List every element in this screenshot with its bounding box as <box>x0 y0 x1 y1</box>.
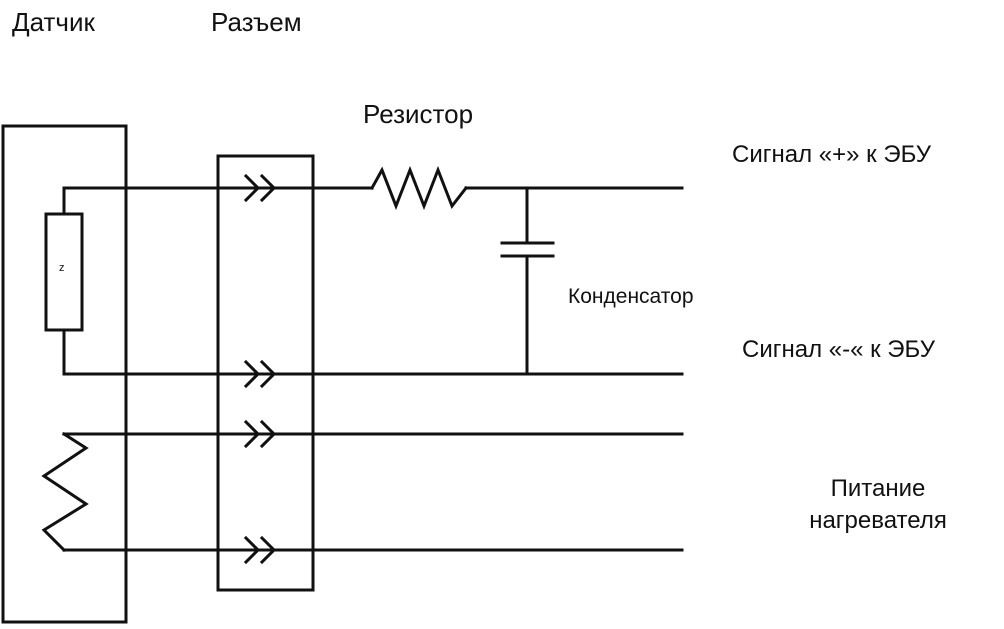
connector-pin-1 <box>243 173 277 203</box>
connector-pin-3 <box>243 419 277 449</box>
signal-minus-label: Сигнал «-« к ЭБУ <box>742 336 935 363</box>
heater-power-label-line1: Питание <box>830 475 926 502</box>
signal-plus-label: Сигнал «+» к ЭБУ <box>732 141 932 168</box>
sensor-label: Датчик <box>12 7 95 37</box>
sensor-element-label: z <box>59 262 65 274</box>
connector-label: Разъем <box>211 7 302 37</box>
heater-power-label-line2: нагревателя <box>809 507 947 534</box>
connector-pin-2 <box>243 359 277 389</box>
connector-pin-4 <box>243 535 277 565</box>
heater-power-label: Питание нагревателя <box>778 473 978 537</box>
resistor-label: Резистор <box>363 99 474 129</box>
capacitor-label: Конденсатор <box>568 285 694 308</box>
resistor-symbol <box>369 165 469 211</box>
heater-coil <box>41 431 89 553</box>
